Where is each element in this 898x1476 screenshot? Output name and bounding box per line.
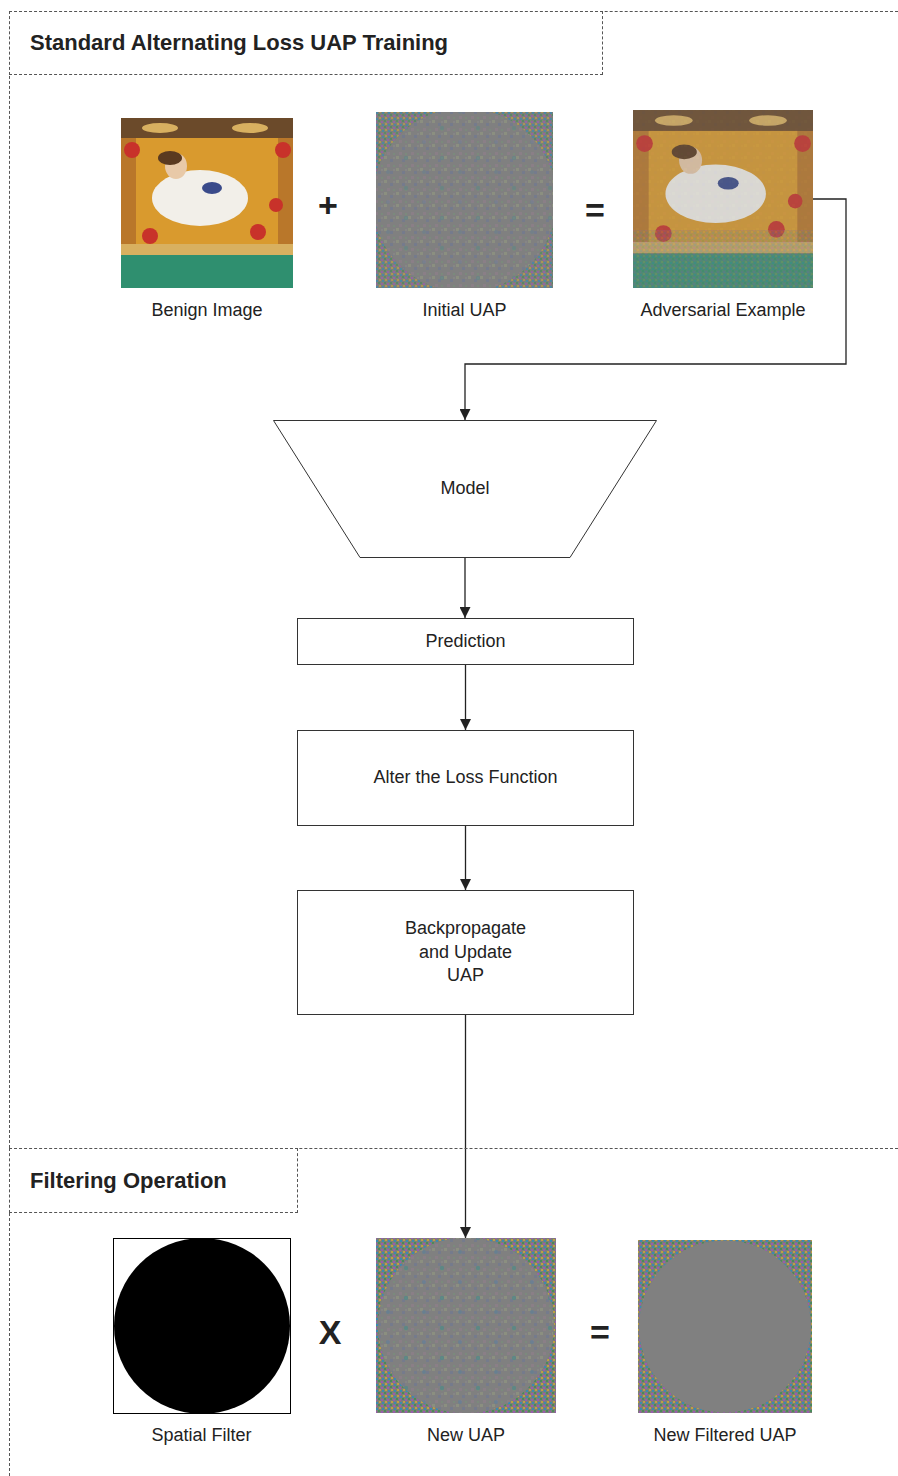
image-node: Benign Image [121,118,293,328]
image-node: New Filtered UAP [638,1240,812,1453]
adversarial-image [633,110,813,288]
operator-sign: = [585,193,605,227]
process-box: Alter the Loss Function [297,730,634,826]
new-uap-image [376,1238,556,1413]
spatial-filter-image [114,1238,291,1414]
flow-arrow [465,826,466,890]
operator-sign: X [319,1315,342,1349]
image-caption: Benign Image [151,300,262,321]
initial-uap-image [376,112,553,288]
image-caption: New UAP [427,1425,505,1446]
node-text: Prediction [425,630,505,653]
image-caption: Spatial Filter [151,1425,251,1446]
process-box: Prediction [297,618,634,665]
image-node: Initial UAP [376,112,553,328]
operator-sign: = [590,1315,610,1349]
region-heading: Standard Alternating Loss UAP Training [9,11,603,75]
flow-arrow [464,558,465,618]
process-box: Backpropagate and Update UAP [297,890,634,1015]
image-caption: New Filtered UAP [653,1425,796,1446]
filtered-uap-image [638,1240,812,1413]
trapezoid-shape [274,421,657,558]
benign-image [121,118,293,288]
image-caption: Initial UAP [422,300,506,321]
model-trapezoid: Model [273,420,657,558]
training-region: Standard Alternating Loss UAP TrainingBe… [9,11,898,1148]
node-text: Backpropagate and Update UAP [402,917,530,987]
image-node: New UAP [376,1238,556,1453]
image-caption: Adversarial Example [640,300,805,321]
filtering-region: Filtering OperationSpatial Filter New UAP… [9,1148,898,1476]
flow-arrow [465,199,846,420]
flow-arrow [465,1015,466,1238]
image-node: Spatial Filter [113,1238,290,1453]
node-text: Alter the Loss Function [373,766,557,789]
node-text: Model [440,477,489,500]
region-heading: Filtering Operation [9,1148,298,1213]
flow-arrow [465,665,466,730]
image-node: Adversarial Example [633,110,813,328]
operator-sign: + [318,188,338,222]
